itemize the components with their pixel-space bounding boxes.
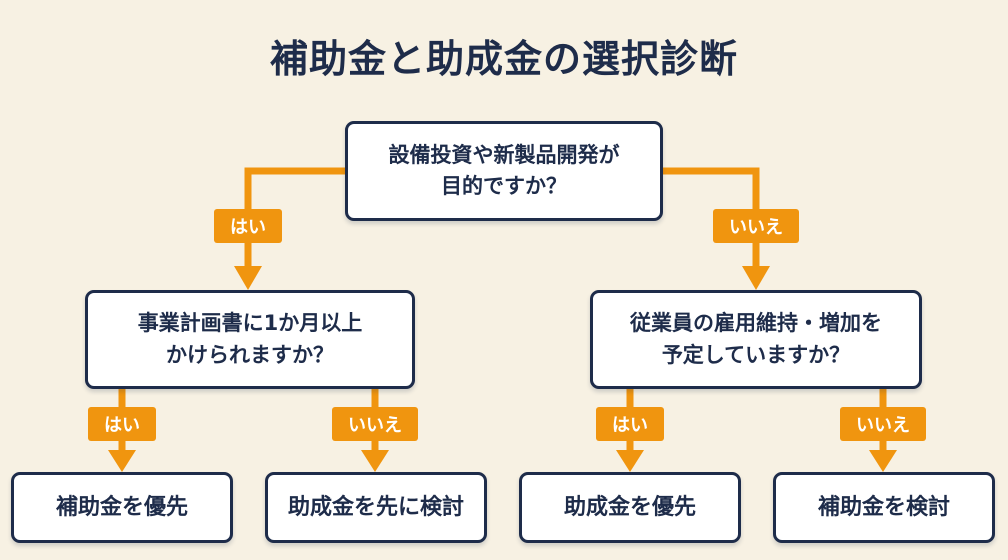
left-yes-label: はい bbox=[88, 407, 156, 441]
right-no-label: いいえ bbox=[840, 407, 926, 441]
result-text-1: 補助金を優先 bbox=[55, 495, 188, 520]
arrowhead-root-no bbox=[742, 266, 770, 290]
right-question-line1: 従業員の雇用維持・増加を bbox=[630, 311, 882, 335]
root-no-label: いいえ bbox=[713, 209, 799, 243]
left-question-line2: かけられますか？ bbox=[166, 342, 334, 367]
arrowhead-right-yes bbox=[616, 450, 644, 472]
right-question-line2: 予定していますか？ bbox=[661, 342, 851, 367]
result-box-grant-priority: 助成金を優先 bbox=[519, 472, 741, 543]
result-box-grant-first: 助成金を先に検討 bbox=[265, 472, 487, 543]
arrowhead-root-yes bbox=[234, 266, 262, 290]
right-question-box: 従業員の雇用維持・増加を 予定していますか？ bbox=[590, 290, 922, 389]
root-yes-label: はい bbox=[214, 209, 282, 243]
result-text-4: 補助金を検討 bbox=[817, 495, 950, 520]
result-box-subsidy-priority: 補助金を優先 bbox=[11, 472, 233, 543]
root-question-line1: 設備投資や新製品開発が bbox=[388, 142, 620, 167]
left-question-line1: 事業計画書に1か月以上 bbox=[137, 311, 363, 335]
root-question-box: 設備投資や新製品開発が 目的ですか？ bbox=[345, 121, 663, 221]
arrowhead-left-no bbox=[361, 450, 389, 472]
result-box-subsidy-consider: 補助金を検討 bbox=[773, 472, 995, 543]
page-title: 補助金と助成金の選択診断 bbox=[269, 37, 738, 81]
result-text-2: 助成金を先に検討 bbox=[287, 495, 464, 520]
arrowhead-left-yes bbox=[108, 450, 136, 472]
right-yes-label: はい bbox=[596, 407, 664, 441]
left-question-box: 事業計画書に1か月以上 かけられますか？ bbox=[85, 290, 415, 389]
result-text-3: 助成金を優先 bbox=[563, 495, 696, 520]
arrowhead-right-no bbox=[869, 450, 897, 472]
root-question-line2: 目的ですか？ bbox=[441, 174, 567, 198]
left-no-label: いいえ bbox=[332, 407, 418, 441]
